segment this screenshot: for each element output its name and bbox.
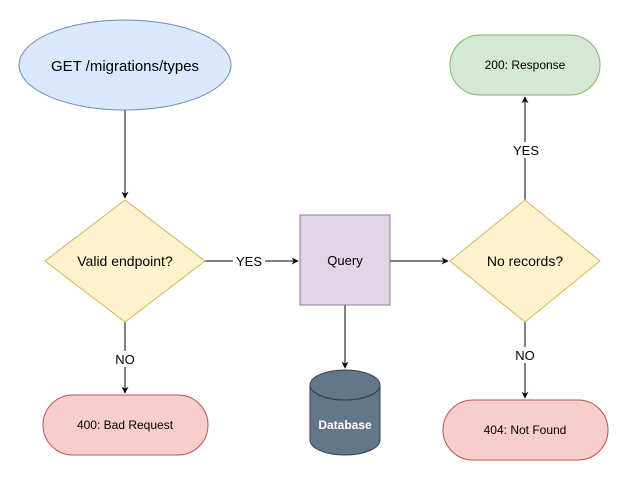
- node-valid-endpoint[interactable]: Valid endpoint?: [44, 199, 206, 323]
- valid-label: Valid endpoint?: [77, 253, 173, 269]
- database-label: Database: [318, 418, 372, 432]
- start-label: GET /migrations/types: [51, 58, 199, 75]
- notfound-label: 404: Not Found: [484, 423, 567, 437]
- valid-diamond: [44, 199, 206, 323]
- node-database[interactable]: Database: [309, 369, 381, 456]
- database-cylinder-body: [309, 384, 381, 456]
- edge-label-no-bad-request: NO: [115, 352, 135, 367]
- start-ellipse: [18, 19, 232, 111]
- node-not-found[interactable]: 404: Not Found: [442, 399, 609, 461]
- edge-valid-to-bad-request: NO: [112, 322, 138, 394]
- badrequest-label: 400: Bad Request: [77, 418, 174, 432]
- query-label: Query: [327, 253, 363, 268]
- node-response[interactable]: 200: Response: [449, 34, 601, 96]
- notfound-box: [442, 399, 609, 461]
- response-label: 200: Response: [485, 58, 566, 72]
- node-start[interactable]: GET /migrations/types: [18, 19, 232, 111]
- edge-label-no-notfound: NO: [515, 348, 535, 363]
- badrequest-box: [42, 394, 209, 456]
- edge-valid-to-query: YES: [205, 253, 299, 269]
- node-no-records[interactable]: No records?: [449, 199, 601, 323]
- database-cylinder-rim: [309, 384, 381, 401]
- edge-norecords-to-response: YES: [510, 96, 542, 200]
- norecords-label: No records?: [487, 253, 563, 269]
- node-query[interactable]: Query: [299, 214, 391, 306]
- query-box: [299, 214, 391, 306]
- edge-label-yes-response: YES: [513, 143, 539, 158]
- node-bad-request[interactable]: 400: Bad Request: [42, 394, 209, 456]
- edge-label-yes-query: YES: [236, 254, 262, 269]
- norecords-diamond: [449, 199, 601, 323]
- edge-norecords-to-notfound: NO: [512, 322, 538, 399]
- response-box: [449, 34, 601, 96]
